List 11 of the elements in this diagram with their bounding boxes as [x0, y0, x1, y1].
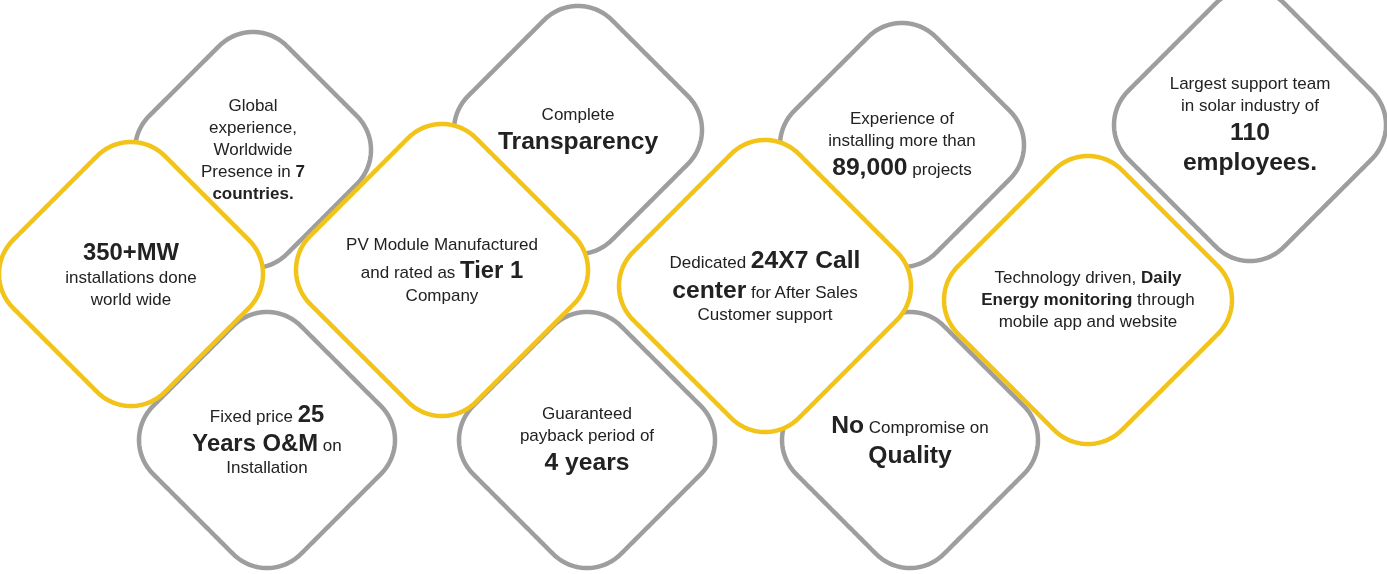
card-text: Guaranteed payback period of 4 years — [518, 403, 656, 477]
card-text: No Compromise on Quality — [830, 410, 990, 470]
card-text: PV Module Manufactured and rated as Tier 1 Company — [345, 233, 539, 307]
card-text: 350+MW installations done world wide — [64, 237, 198, 311]
card-text: Fixed price 25 Years O&M on Installation — [191, 400, 343, 480]
card-text: Experience of installing more than 89,000 projects — [827, 108, 977, 182]
card-text: Global experience, Worldwide Presence in 7 countries. — [200, 94, 306, 206]
card-text: Dedicated 24X7 Call center for After Sales Customer support — [668, 245, 862, 327]
card-text: Largest support team in solar industry of 110 employees. — [1168, 73, 1332, 177]
card-text: Technology driven, Daily Energy monitoring through mobile app and website — [980, 266, 1196, 334]
card-text: Complete Transparency — [496, 104, 660, 156]
